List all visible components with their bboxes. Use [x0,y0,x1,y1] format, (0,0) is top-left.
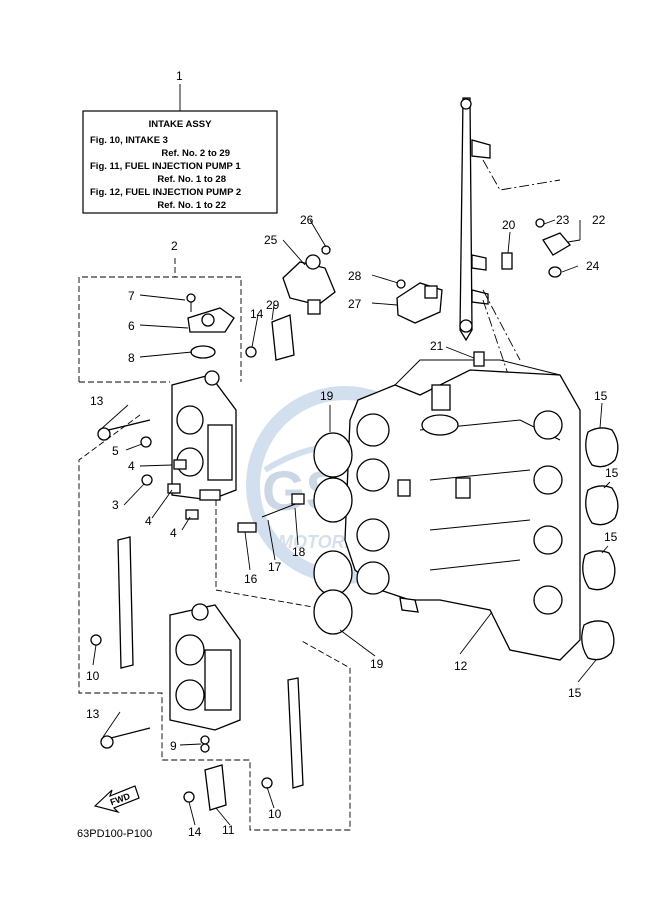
callout-22: 22 [592,213,606,227]
callout-27: 27 [348,297,362,311]
sensor-25 [282,245,336,315]
reference-line-3: Fig. 11, FUEL INJECTION PUMP 1 [90,161,241,172]
callout-19-upper: 19 [320,389,334,403]
callout-labels: 1 2 7 6 8 13 5 4 3 4 4 10 13 9 10 11 14 … [86,69,619,839]
callout-15-c: 15 [604,530,618,544]
group-outline-lower [78,414,351,831]
callout-2: 2 [171,239,178,253]
callout-15-d: 15 [568,686,582,700]
callout-21: 21 [430,339,444,353]
callout-5: 5 [112,444,119,458]
callout-10-left: 10 [86,669,100,683]
callout-23: 23 [556,213,570,227]
callout-10-right: 10 [268,807,282,821]
reference-line-4: Ref. No. 1 to 28 [157,174,226,185]
throttle-body-upper [171,370,237,501]
callout-18: 18 [292,545,306,559]
callout-7: 7 [128,289,135,303]
callout-8: 8 [128,351,135,365]
fwd-arrow: FWD [93,785,140,814]
callout-14-upper: 14 [250,307,264,321]
callout-25: 25 [264,233,278,247]
callout-28: 28 [348,269,362,283]
reference-line-1: Fig. 10, INTAKE 3 [90,135,168,146]
sensor-6 [186,293,235,359]
callout-13-upper: 13 [90,394,104,408]
callout-17: 17 [268,560,282,574]
callout-12: 12 [454,659,468,673]
callout-9: 9 [170,739,177,753]
callout-16: 16 [244,572,258,586]
leader-lines [92,219,611,826]
callout-20: 20 [502,218,516,232]
diagram-code: 63PD100-P100 [77,828,152,840]
callout-29: 29 [266,298,280,312]
callout-6: 6 [128,319,135,333]
callout-4-c: 4 [170,526,177,540]
reference-line-5: Fig. 12, FUEL INJECTION PUMP 2 [90,187,241,198]
callout-14-lower: 14 [188,825,202,839]
callout-3: 3 [112,498,119,512]
fasteners [90,346,305,803]
callout-26: 26 [300,213,314,227]
callout-4-a: 4 [128,459,135,473]
injector-22 [473,218,571,367]
intake-manifold [344,359,581,661]
sensor-27 [396,279,443,324]
callout-13-lower: 13 [86,707,100,721]
callout-15-b: 15 [605,466,619,480]
fuel-rail [459,97,561,381]
callout-15-a: 15 [594,389,608,403]
group-outline-upper [78,258,242,383]
callout-4-b: 4 [145,514,152,528]
callout-1: 1 [176,69,183,83]
o-rings [313,432,353,635]
reference-line-2: Ref. No. 2 to 29 [161,148,230,159]
callout-24: 24 [586,259,600,273]
manifold-gaskets [581,427,619,661]
callout-19-lower: 19 [370,657,384,671]
reference-title: INTAKE ASSY [149,119,212,130]
reference-line-6: Ref. No. 1 to 22 [157,200,226,211]
callout-11: 11 [222,823,235,837]
brackets [117,314,304,811]
throttle-body-lower [169,603,241,731]
reference-box: INTAKE ASSY Fig. 10, INTAKE 3 Ref. No. 2… [82,110,278,214]
